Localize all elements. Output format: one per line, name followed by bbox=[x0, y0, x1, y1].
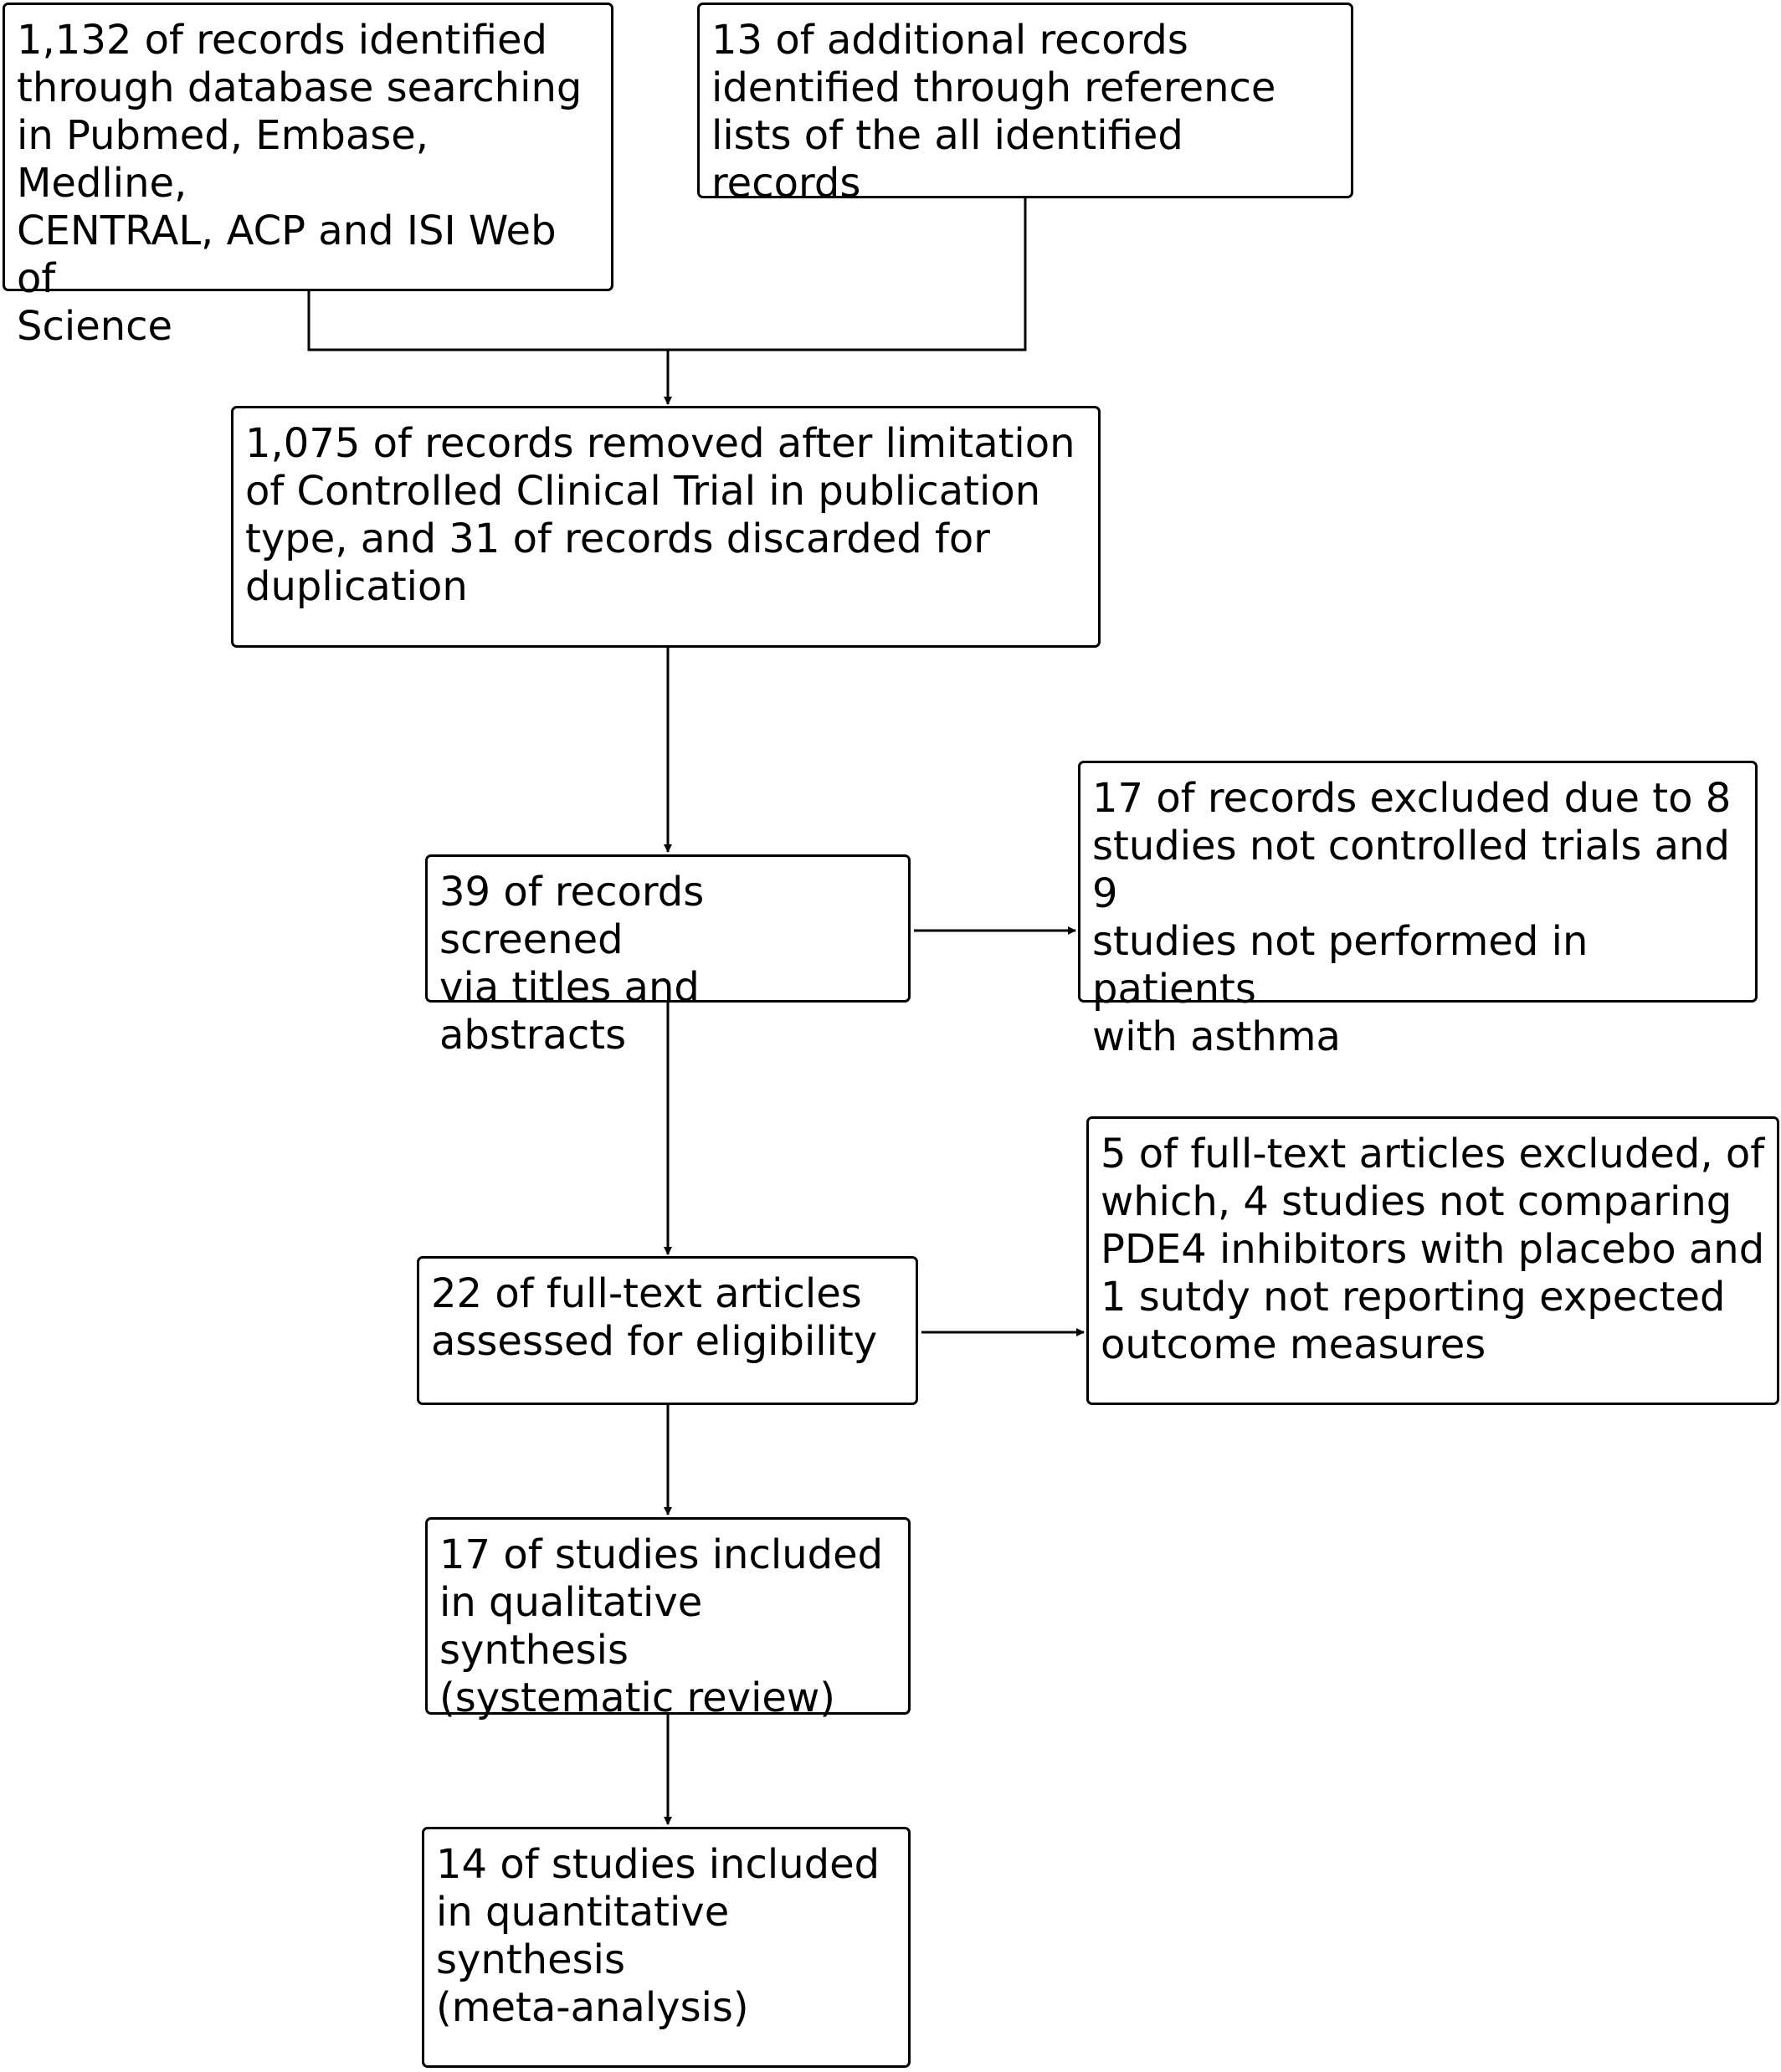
connector-database-to-merge bbox=[307, 290, 668, 351]
qualitative-synthesis-box: 17 of studies included in qualitative sy… bbox=[425, 1517, 911, 1721]
additional-records-box: 13 of additional records identified thro… bbox=[697, 3, 1353, 207]
quantitative-synthesis-box: 14 of studies included in quantitative s… bbox=[422, 1827, 911, 2068]
records-excluded-box: 17 of records excluded due to 8 studies … bbox=[1078, 761, 1758, 1060]
full-text-excluded-box: 5 of full-text articles excluded, of whi… bbox=[1086, 1116, 1779, 1405]
records-screened-box: 39 of records screened via titles and ab… bbox=[425, 854, 911, 1059]
records-removed-box: 1,075 of records removed after limitatio… bbox=[231, 406, 1101, 648]
database-search-box: 1,132 of records identified through data… bbox=[3, 3, 613, 350]
full-text-assessed-box: 22 of full-text articles assessed for el… bbox=[417, 1256, 918, 1405]
connector-additional-to-merge bbox=[668, 197, 1027, 351]
